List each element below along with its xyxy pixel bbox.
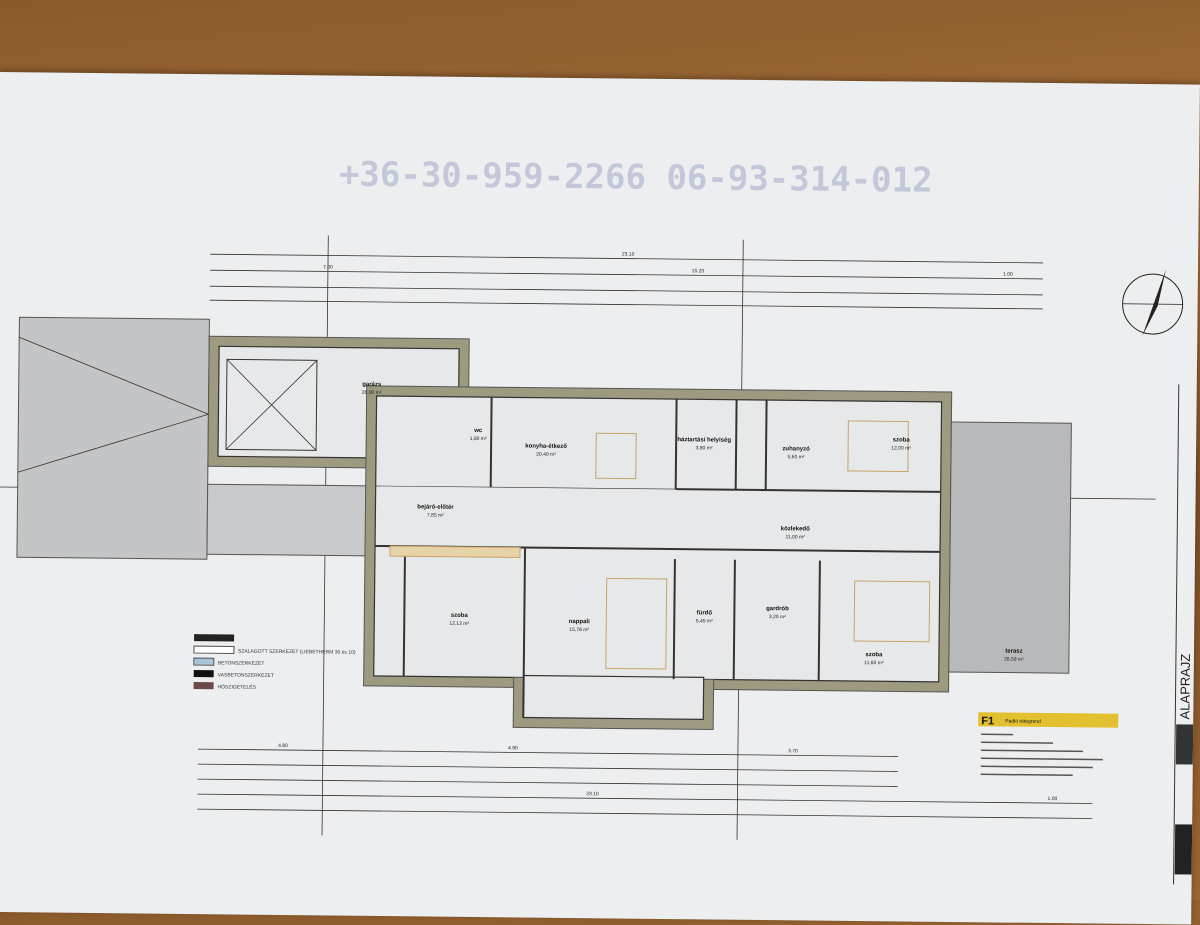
svg-text:11,60 m²: 11,60 m² — [864, 660, 884, 666]
dimension-lines-bottom: 4.80 4.90 3.70 23.10 1.00 — [197, 742, 1093, 818]
entry-porch — [207, 484, 368, 556]
svg-text:szoba: szoba — [865, 652, 883, 658]
svg-text:20,40 m²: 20,40 m² — [536, 452, 556, 458]
svg-text:zuhanyzó: zuhanyzó — [782, 446, 810, 452]
svg-text:F1: F1 — [981, 715, 994, 727]
svg-text:3.70: 3.70 — [788, 748, 798, 754]
svg-text:12,12 m²: 12,12 m² — [449, 621, 469, 627]
svg-text:3,20 m²: 3,20 m² — [769, 614, 786, 620]
svg-text:4.80: 4.80 — [278, 743, 288, 749]
svg-text:szoba: szoba — [893, 437, 911, 443]
svg-text:26,00 m²: 26,00 m² — [362, 390, 382, 396]
legend: SZALAGOTT SZERKEZET (LIEBETHERM 30 és 10… — [194, 634, 357, 692]
svg-text:5,60 m²: 5,60 m² — [788, 454, 805, 460]
svg-text:szoba: szoba — [451, 613, 469, 619]
sheet-title: ALAPRAJZ — [1177, 654, 1193, 720]
room-label-garage: garázs — [362, 382, 382, 388]
svg-text:15,78 m²: 15,78 m² — [569, 627, 589, 633]
svg-text:BETONSZERKEZET: BETONSZERKEZET — [218, 660, 265, 666]
svg-text:nappali: nappali — [569, 619, 590, 625]
svg-text:4.90: 4.90 — [508, 745, 518, 751]
dimension-lines-top: 23.10 7.00 15.20 1.00 — [210, 247, 1044, 309]
svg-text:11,00 m²: 11,00 m² — [785, 534, 805, 540]
svg-text:3,80 m²: 3,80 m² — [696, 445, 713, 451]
floor-layer-notes: F1 Padló rétegrend — [978, 712, 1119, 775]
terrace-area — [949, 422, 1072, 673]
svg-text:háztartási helyiség: háztartási helyiség — [677, 437, 731, 444]
svg-text:5,45 m²: 5,45 m² — [696, 618, 713, 624]
svg-text:23.10: 23.10 — [586, 791, 599, 797]
svg-text:wc: wc — [473, 428, 483, 434]
svg-text:Padló rétegrend: Padló rétegrend — [1005, 719, 1041, 725]
floor-plan-drawing: 23.10 7.00 15.20 1.00 garázs 26,00 m² wc — [0, 72, 1200, 925]
svg-text:12,00 m²: 12,00 m² — [891, 445, 911, 451]
floor-plan-sheet: 23.10 7.00 15.20 1.00 garázs 26,00 m² wc — [0, 72, 1200, 925]
dim-top-2: 15.20 — [692, 268, 705, 274]
svg-text:7,85 m²: 7,85 m² — [427, 512, 444, 518]
svg-text:26,59 m²: 26,59 m² — [1004, 657, 1024, 663]
house-interior — [374, 396, 942, 682]
dim-top-3: 1.00 — [1003, 272, 1013, 278]
svg-text:fürdő: fürdő — [697, 610, 713, 616]
carport-area — [17, 317, 210, 559]
svg-text:konyha-étkező: konyha-étkező — [525, 444, 567, 450]
svg-text:gardrób: gardrób — [766, 606, 789, 612]
phone-watermark: +36-30-959-2266 06-93-314-012 — [339, 155, 933, 201]
svg-text:bejáró-előtér: bejáró-előtér — [417, 504, 454, 510]
dim-top-total: 23.10 — [622, 252, 635, 258]
north-arrow-icon — [1122, 269, 1183, 337]
svg-text:1,80 m²: 1,80 m² — [470, 436, 487, 442]
svg-text:közlekedő: közlekedő — [781, 526, 810, 532]
svg-text:terasz: terasz — [1005, 649, 1022, 655]
svg-text:VASBETONSZERKEZET: VASBETONSZERKEZET — [218, 672, 274, 679]
svg-text:SZALAGOTT SZERKEZET (LIEBETHER: SZALAGOTT SZERKEZET (LIEBETHERM 30 és 10… — [238, 649, 356, 656]
svg-text:1.00: 1.00 — [1048, 796, 1058, 802]
title-block: ALAPRAJZ — [1174, 384, 1197, 884]
svg-text:HŐSZIGETELÉS: HŐSZIGETELÉS — [218, 683, 257, 690]
